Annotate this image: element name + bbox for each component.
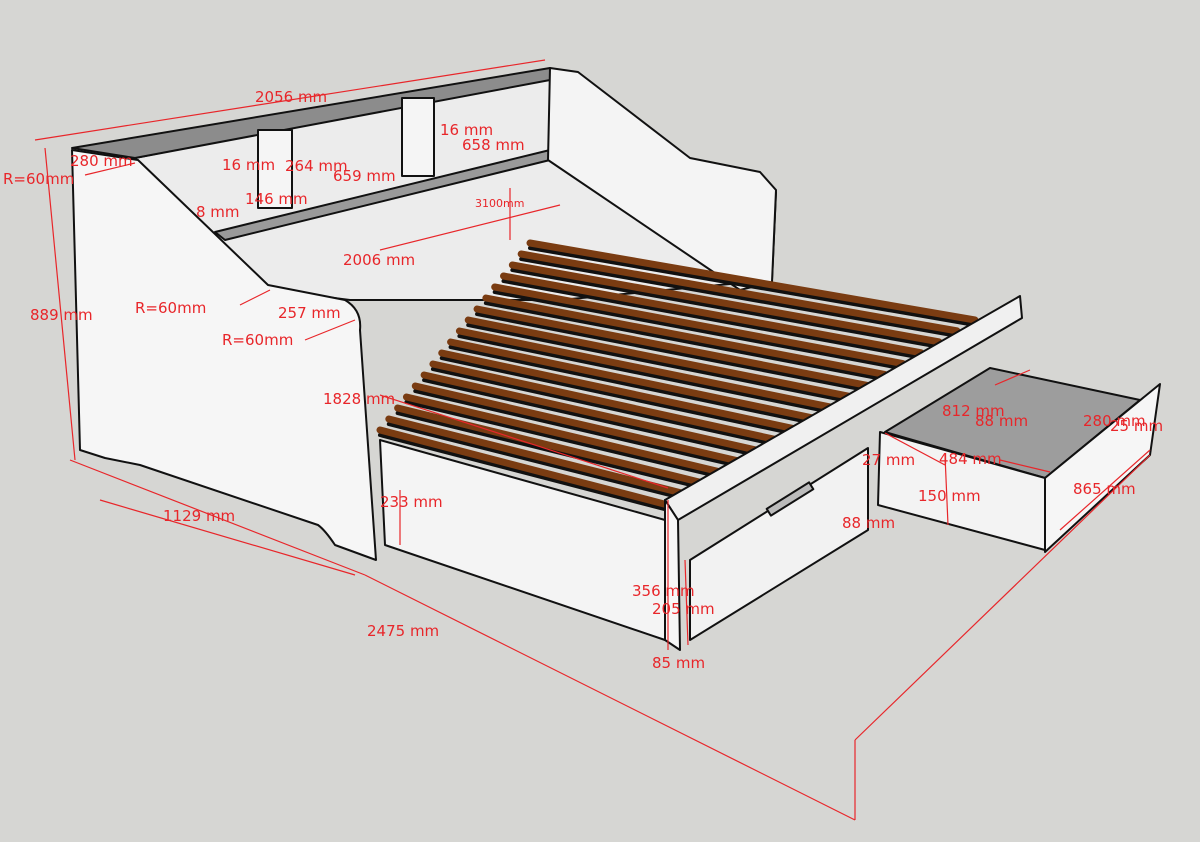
dim-label: 16 mm (440, 121, 493, 139)
dim-label: 8 mm (196, 203, 240, 221)
slat-shadow (422, 378, 761, 458)
dim-label: 659 mm (333, 167, 396, 185)
slat-shadow (378, 433, 670, 512)
slat-shadow (466, 323, 851, 404)
slat-shadow (510, 268, 941, 349)
bed-slat (500, 272, 925, 357)
dim-label: 1129 mm (163, 507, 235, 525)
dim-label: 812 mm (942, 402, 1005, 420)
right-end-panel (547, 67, 777, 291)
shelf-divider (257, 129, 293, 209)
dim-label: 88 mm (975, 412, 1028, 430)
dim-label: 205 mm (652, 600, 715, 618)
dim-label: 146 mm (245, 190, 308, 208)
slat-shadow (413, 389, 743, 469)
dim-label: 85 mm (652, 654, 705, 672)
dim-label: 889 mm (30, 306, 93, 324)
dim-label: R=60mm (222, 331, 293, 349)
dim-label: 27 mm (862, 451, 915, 469)
dim-label: 88 mm (842, 514, 895, 532)
dim-label: 484 mm (939, 450, 1002, 468)
bed-slat (491, 283, 907, 368)
bed-slat (411, 382, 744, 465)
dim-label: R=60mm (3, 170, 74, 188)
dim-label: 1828 mm (323, 390, 395, 408)
left-end-panel (71, 149, 377, 561)
bed-slat (376, 426, 672, 509)
slat-shadow (475, 312, 869, 393)
dim-label: 2056 mm (255, 88, 327, 106)
slat-shadow (386, 422, 689, 502)
dim-label: 356 mm (632, 582, 695, 600)
slat-shadow (404, 400, 725, 480)
dim-label: 16 mm (222, 156, 275, 174)
slat-shadow (483, 301, 887, 382)
dim-label: 25 mm (1110, 417, 1163, 435)
dim-label: 150 mm (918, 487, 981, 505)
dim-label: 280 mm (1083, 412, 1146, 430)
bed-slat (473, 305, 871, 389)
dimension-lines (34, 59, 1151, 821)
dim-label: 658 mm (462, 136, 525, 154)
bed-slat (482, 294, 889, 378)
dim-label: 257 mm (278, 304, 341, 322)
slat-shadow (448, 345, 815, 425)
dim-label: 2475 mm (367, 622, 439, 640)
bed-slat (385, 415, 690, 498)
bed-slat (429, 360, 780, 444)
slat-shadow (528, 246, 977, 327)
dim-label: 3100mm (475, 197, 524, 210)
dim-label: 865 mm (1073, 480, 1136, 498)
slat-shadow (501, 279, 923, 360)
bed-slat (447, 338, 816, 422)
bed-slat (526, 239, 979, 324)
bed-slat (402, 393, 726, 476)
bed-slat (438, 349, 798, 433)
slat-shadow (519, 257, 959, 338)
bed-slat (455, 327, 835, 411)
bed-slat (394, 404, 708, 487)
dim-label: 264 mm (285, 157, 348, 175)
dim-label: R=60mm (135, 299, 206, 317)
bed-slat (464, 316, 853, 400)
bed-slat (517, 250, 961, 335)
dim-label: 280 mm (70, 152, 133, 170)
drawer-handle (765, 481, 815, 517)
slat-shadow (457, 334, 833, 415)
slat-group (376, 239, 979, 512)
slat-shadow (439, 356, 797, 436)
dim-label: 233 mm (380, 493, 443, 511)
bed-slat (420, 371, 762, 455)
slat-shadow (492, 290, 905, 371)
shelf-divider (401, 97, 435, 177)
slat-shadow (430, 367, 779, 447)
dim-label: 2006 mm (343, 251, 415, 269)
side-rail-leg (664, 499, 681, 651)
bed-slat (508, 261, 943, 346)
